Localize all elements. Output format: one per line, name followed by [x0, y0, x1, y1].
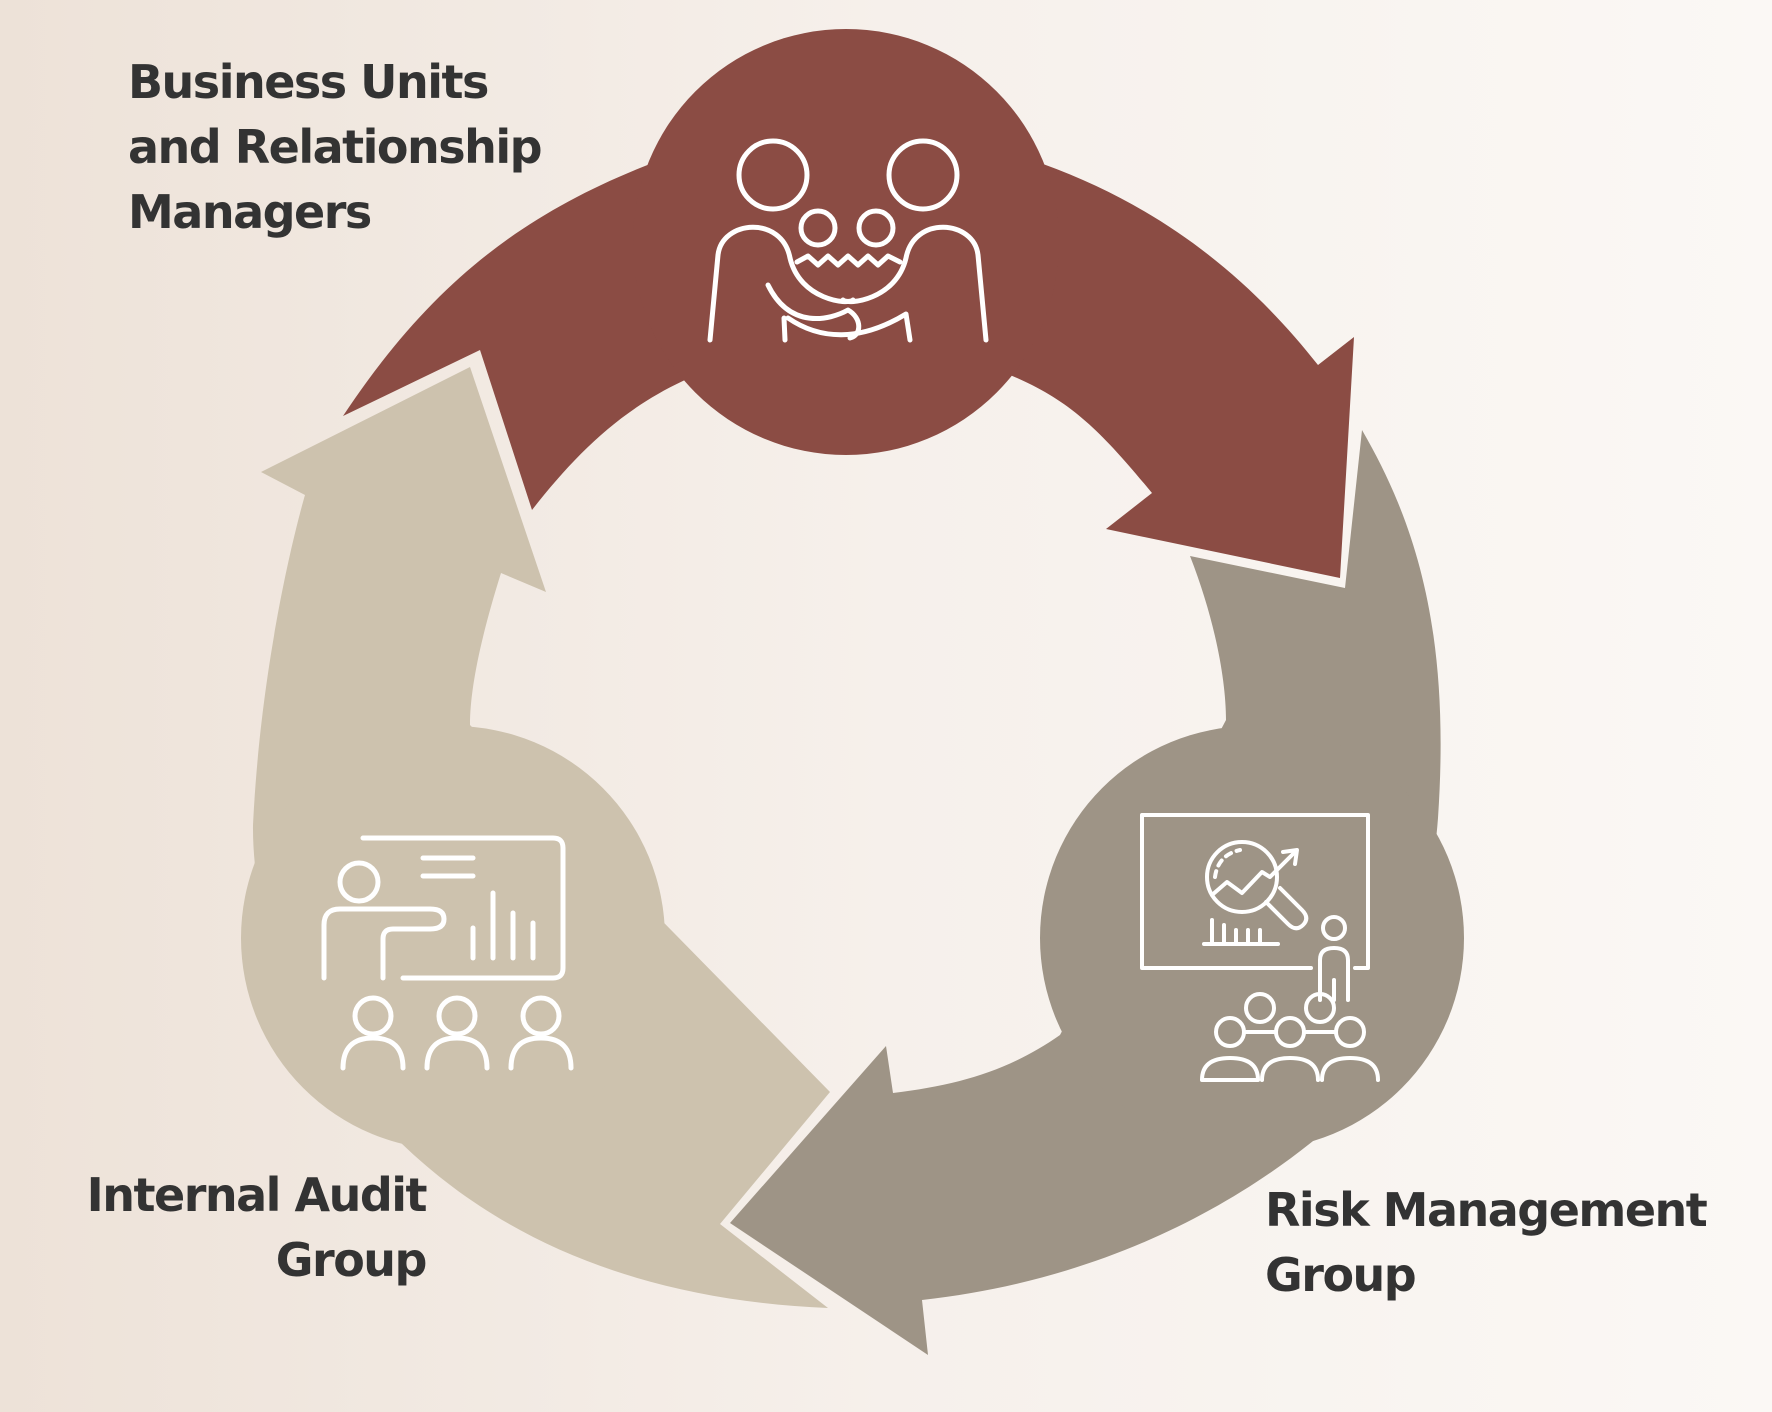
handshake-people-icon [707, 138, 989, 343]
label-line: Managers [128, 185, 372, 239]
label-line: and Relationship [128, 120, 543, 174]
label-business-units: Business Units and Relationship Managers [128, 50, 543, 245]
arc-business-units [343, 29, 1354, 578]
teacher-whiteboard-icon [321, 835, 574, 1071]
label-line: Group [275, 1233, 428, 1287]
label-line: Internal Audit [86, 1168, 428, 1222]
presentation-analytics-icon [1140, 813, 1380, 1082]
label-risk-management: Risk Management Group [1265, 1178, 1708, 1308]
label-line: Group [1265, 1248, 1417, 1302]
label-line: Risk Management [1265, 1183, 1708, 1237]
label-line: Business Units [128, 55, 489, 109]
label-internal-audit: Internal Audit Group [60, 1163, 428, 1293]
